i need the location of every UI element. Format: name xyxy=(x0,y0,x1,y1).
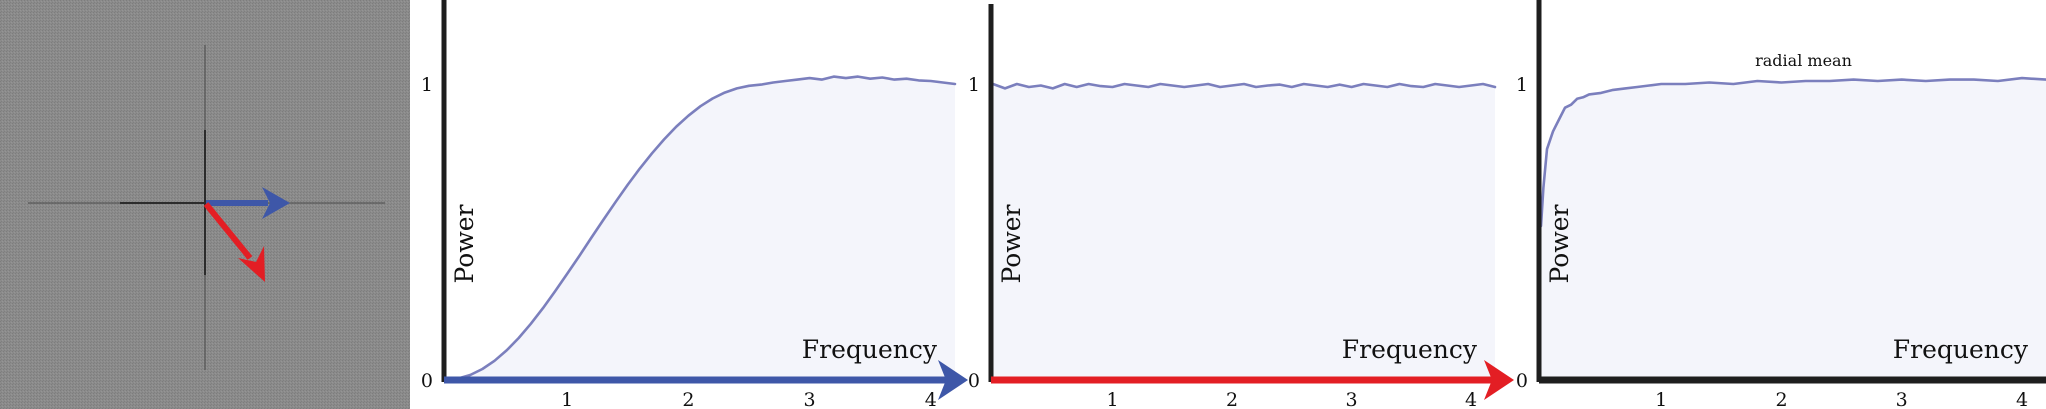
y-tick-label: 0 xyxy=(1516,370,1528,392)
y-tick-label: 0 xyxy=(968,370,980,392)
power-curve xyxy=(991,82,1497,90)
red-arrow-icon xyxy=(203,202,265,282)
x-tick-label: 3 xyxy=(804,389,816,409)
x-tick-label: 1 xyxy=(1655,389,1667,409)
x-tick-label: 2 xyxy=(1226,389,1238,409)
y-tick-label: 0 xyxy=(421,370,433,392)
y-tick-label: 1 xyxy=(421,74,433,96)
y-axis-title: Power xyxy=(450,204,479,283)
x-tick-label: 4 xyxy=(2016,389,2028,409)
x-tick-label: 1 xyxy=(561,389,573,409)
power-curve xyxy=(1539,76,2046,228)
x-tick-label: 3 xyxy=(1346,389,1358,409)
x-axis-arrowhead-icon xyxy=(938,360,968,400)
x-tick-label: 4 xyxy=(1465,389,1477,409)
blue-arrow-icon xyxy=(206,187,290,219)
x-tick-label: 2 xyxy=(1775,389,1787,409)
x-tick-label: 4 xyxy=(925,389,937,409)
power-area-fill xyxy=(993,84,1495,380)
x-axis-title: Frequency xyxy=(802,335,938,364)
y-axis-title: Power xyxy=(997,204,1026,283)
x-axis-title: Frequency xyxy=(1893,335,2029,364)
y-tick-label: 1 xyxy=(1516,74,1528,96)
annotation-label: radial mean xyxy=(1755,51,1852,70)
x-axis-arrowhead-icon xyxy=(1484,360,1514,400)
power-curve xyxy=(444,75,957,382)
spectrum-image xyxy=(0,0,410,409)
x-tick-label: 2 xyxy=(682,389,694,409)
power-area-fill xyxy=(1541,78,2046,380)
x-tick-label: 3 xyxy=(1896,389,1908,409)
power-area-fill xyxy=(446,76,955,380)
y-tick-label: 1 xyxy=(968,74,980,96)
y-axis-title: Power xyxy=(1545,204,1574,283)
x-axis-title: Frequency xyxy=(1342,335,1478,364)
x-tick-label: 1 xyxy=(1106,389,1118,409)
